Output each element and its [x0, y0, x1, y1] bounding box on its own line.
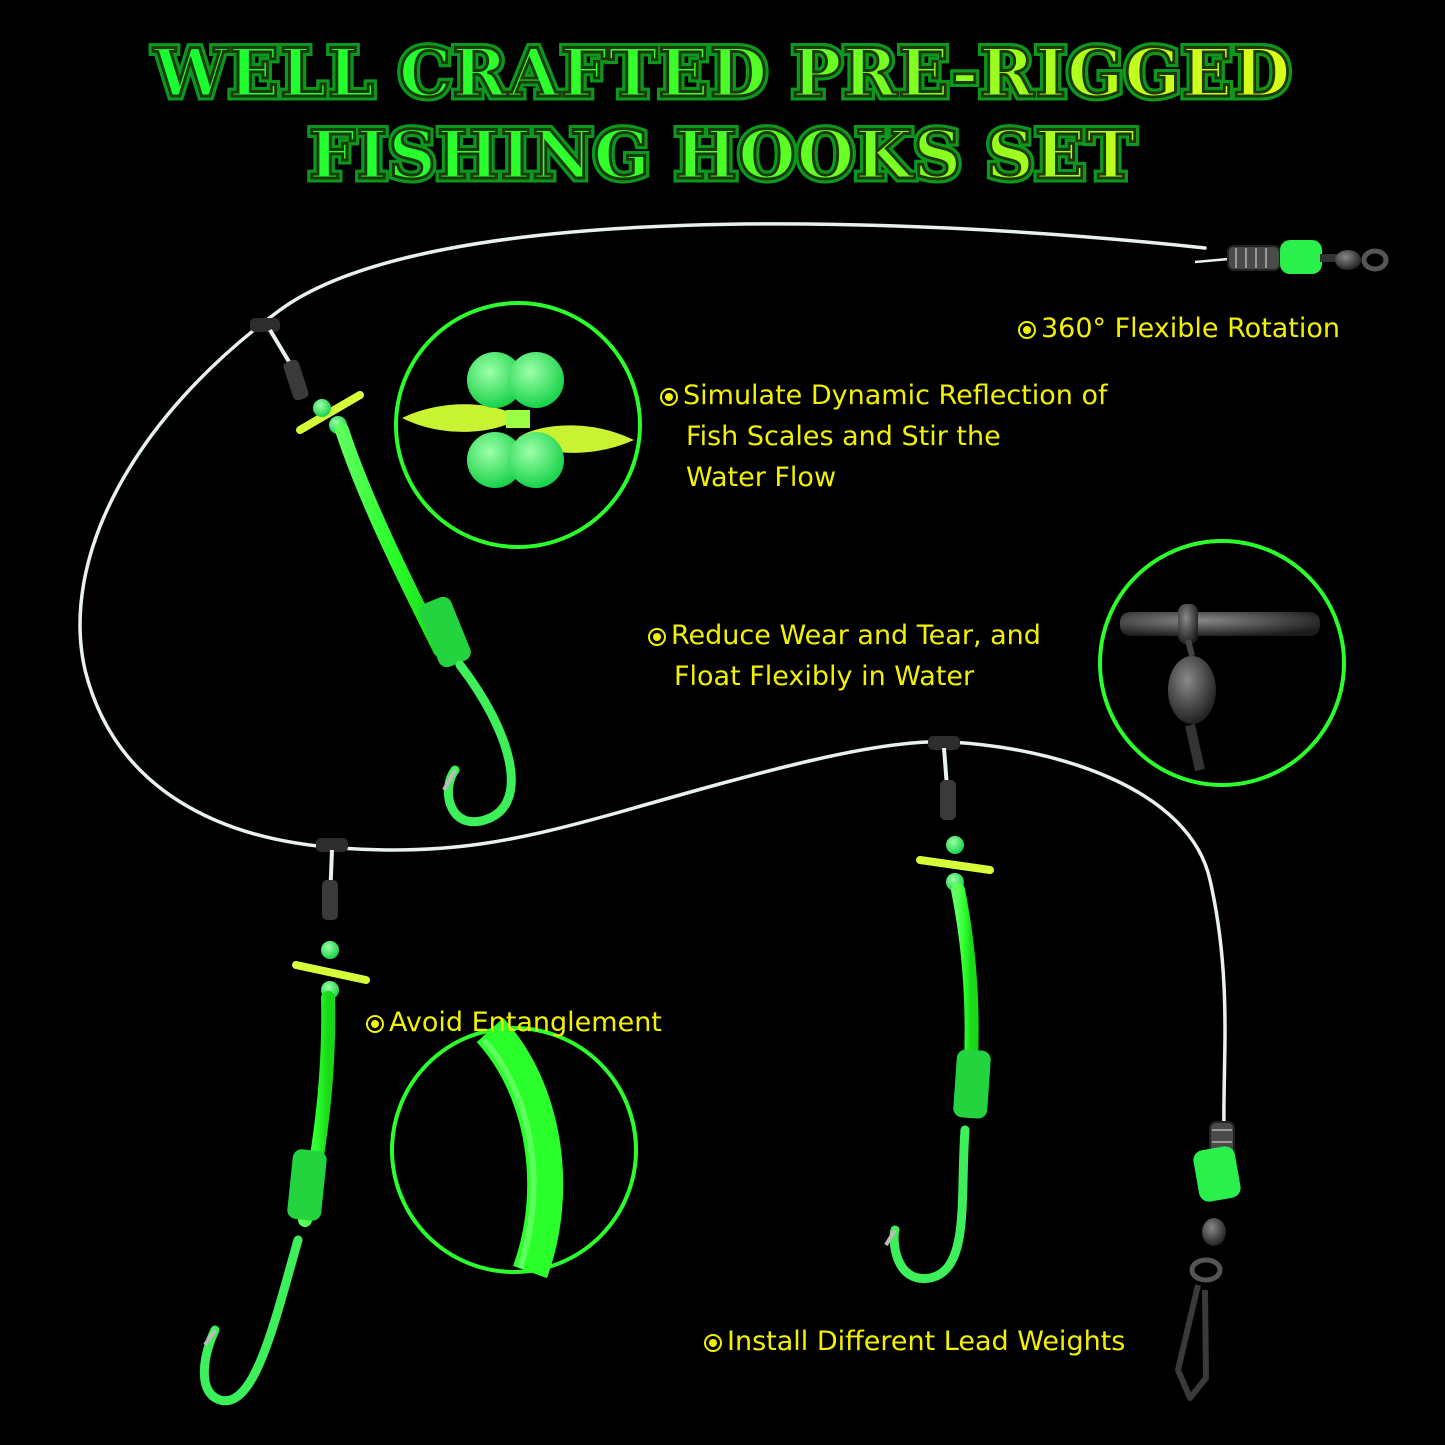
bullet-icon — [648, 628, 666, 646]
tube-detail-circle — [390, 1017, 638, 1279]
bullet-icon — [660, 388, 678, 406]
feature-entanglement: Avoid Entanglement — [366, 1002, 662, 1043]
top-swivel — [1227, 240, 1389, 274]
headline-line1: WELL CRAFTED PRE-RIGGED — [0, 39, 1445, 108]
headline-line2: FISHING HOOKS SET — [0, 121, 1445, 190]
propeller-detail-circle — [394, 301, 642, 549]
feature-weights: Install Different Lead Weights — [704, 1321, 1125, 1362]
hook-rig-1 — [250, 318, 516, 827]
swivel-detail-circle — [1098, 539, 1346, 787]
headline-line2-glow: FISHING HOOKS SET — [0, 118, 1445, 193]
feature-rotation: 360° Flexible Rotation — [1018, 308, 1340, 349]
hook-rig-3 — [884, 736, 994, 1283]
hook-rig-2 — [199, 838, 370, 1406]
bullet-icon — [704, 1334, 722, 1352]
headline-line1-glow: WELL CRAFTED PRE-RIGGED — [0, 36, 1445, 111]
bullet-icon — [1018, 321, 1036, 339]
feature-wear: Reduce Wear and Tear, and Float Flexibly… — [648, 615, 1041, 697]
feature-reflection: Simulate Dynamic Reflection of Fish Scal… — [660, 375, 1108, 498]
snap-swivel — [1175, 1121, 1241, 1401]
bullet-icon — [366, 1015, 384, 1033]
